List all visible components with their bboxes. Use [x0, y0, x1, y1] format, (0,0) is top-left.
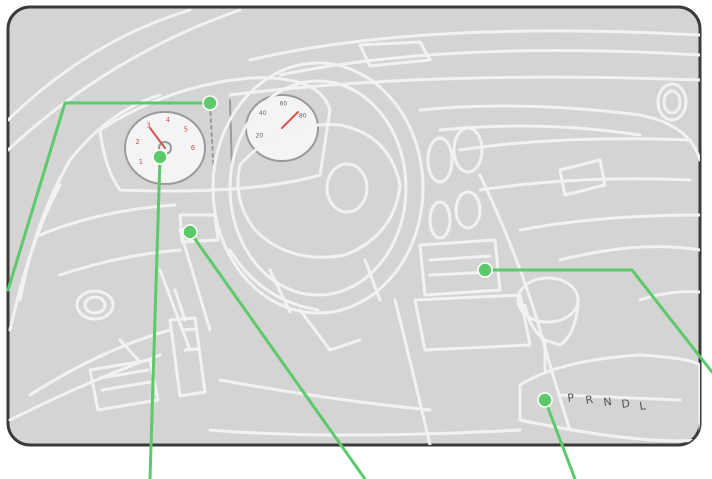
gear-letter-d: D	[621, 397, 631, 411]
tach-digit-4: 5	[184, 125, 188, 133]
speed-digit-0: 20	[256, 133, 264, 140]
speed-digit-3: 80	[299, 113, 307, 120]
speed-digit-1: 40	[259, 110, 267, 117]
speed-digit-2: 60	[280, 101, 288, 108]
dot-warning-lights	[203, 96, 217, 110]
dot-light-switch	[183, 225, 197, 239]
illustration-panel	[8, 7, 700, 445]
tach-digit-1: 2	[135, 138, 139, 146]
tach-digit-5: 6	[191, 144, 196, 152]
tach-digit-3: 4	[166, 116, 171, 124]
tach-digit-0: 1	[139, 158, 143, 166]
dot-instrument-cluster	[153, 150, 167, 164]
tach-digit-2: 3	[146, 121, 150, 129]
dot-gear-selector	[538, 393, 552, 407]
dot-control-display	[478, 263, 492, 277]
